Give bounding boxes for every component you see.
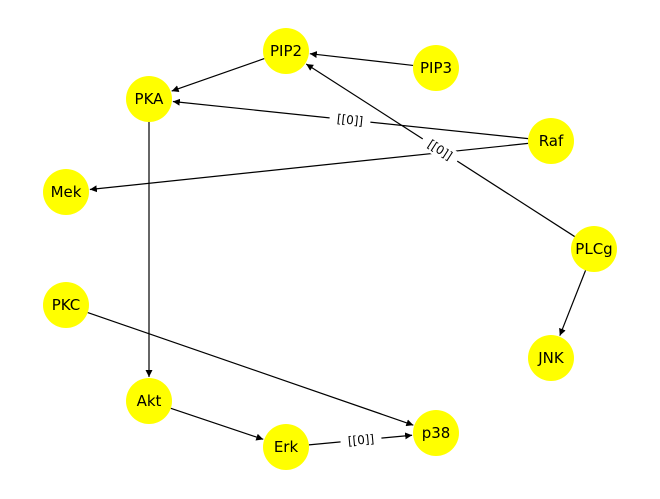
node-label: p38 xyxy=(422,424,451,442)
node-circle xyxy=(413,45,459,91)
node-label: Erk xyxy=(274,438,299,456)
edge-label-background xyxy=(339,430,383,450)
node-label: PLCg xyxy=(575,240,612,258)
node-label: PIP3 xyxy=(420,59,452,77)
node-pkc: PKC xyxy=(43,282,89,328)
edge-label-background xyxy=(328,109,372,131)
edge-label-raf-to-pka: [[0]] xyxy=(328,109,372,131)
node-circle xyxy=(43,282,89,328)
edge-label-plcg-to-pip2: [[0]] xyxy=(418,132,462,168)
edge-pip3-to-pip2 xyxy=(309,51,414,67)
edge-label-erk-to-p38: [[0]] xyxy=(339,430,383,450)
edge-plcg-to-jnk xyxy=(559,270,587,336)
node-jnk: JNK xyxy=(528,335,574,381)
node-circle xyxy=(126,76,172,122)
node-circle xyxy=(263,424,309,470)
node-label: PIP2 xyxy=(270,42,302,60)
edge-pkc-to-p38 xyxy=(87,311,414,427)
node-pip3: PIP3 xyxy=(413,45,459,91)
node-mek: Mek xyxy=(43,169,89,215)
node-plcg: PLCg xyxy=(571,226,617,272)
node-label: PKA xyxy=(135,90,165,108)
node-circle xyxy=(528,335,574,381)
node-circle xyxy=(126,378,172,424)
node-label: Akt xyxy=(137,392,162,410)
node-circle xyxy=(413,410,459,456)
edge-label-text: [[0]] xyxy=(336,112,364,129)
node-label: JNK xyxy=(537,349,565,367)
node-label: Raf xyxy=(539,132,564,150)
node-circle xyxy=(571,226,617,272)
node-p38: p38 xyxy=(413,410,459,456)
node-label: PKC xyxy=(52,296,81,314)
node-circle xyxy=(43,169,89,215)
node-circle xyxy=(263,28,309,74)
edge-akt-to-erk xyxy=(170,407,264,441)
edge-label-text: [[0]] xyxy=(347,432,375,448)
edge-labels-layer: [[0]] [[0]] [[0]] xyxy=(328,109,462,450)
edge-pip2-to-pka xyxy=(171,58,265,93)
node-circle xyxy=(528,118,574,164)
node-pip2: PIP2 xyxy=(263,28,309,74)
node-akt: Akt xyxy=(126,378,172,424)
node-erk: Erk xyxy=(263,424,309,470)
node-raf: Raf xyxy=(528,118,574,164)
edge-label-background xyxy=(418,132,462,168)
edge-raf-to-mek xyxy=(89,142,529,193)
node-label: Mek xyxy=(51,183,82,201)
node-pka: PKA xyxy=(126,76,172,122)
